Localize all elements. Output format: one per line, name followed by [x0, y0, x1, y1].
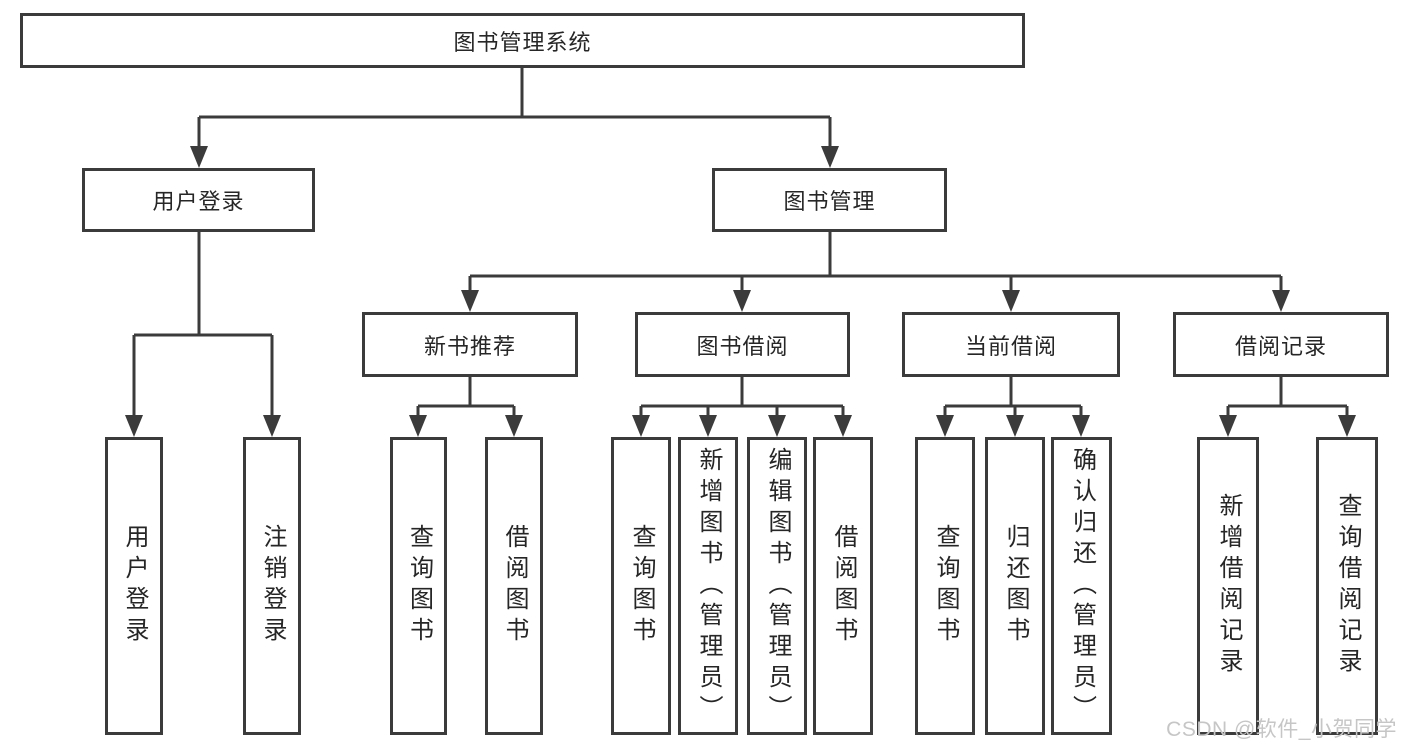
leaf-add-book-admin: 新增图书（管理员） [678, 437, 738, 735]
node-label: 新增图书（管理员） [695, 446, 722, 726]
node-label: 确认归还（管理员） [1068, 446, 1096, 726]
node-label: 借阅记录 [1234, 333, 1327, 359]
node-label: 新增借阅记录 [1215, 493, 1242, 679]
node-new-book-recommend: 新书推荐 [362, 312, 578, 377]
leaf-logout-login: 注销登录 [243, 437, 301, 735]
leaf-borrow-books-recommend: 借阅图书 [485, 437, 543, 735]
node-label: 图书管理 [783, 189, 876, 214]
node-book-management: 图书管理 [712, 168, 947, 232]
leaf-add-borrow-record: 新增借阅记录 [1197, 437, 1259, 735]
node-user-login: 用户登录 [82, 168, 315, 232]
leaf-query-borrow-record: 查询借阅记录 [1316, 437, 1378, 735]
arrowheads [125, 146, 1356, 437]
leaf-user-login: 用户登录 [105, 437, 163, 735]
node-label: 图书借阅 [696, 333, 789, 359]
node-book-borrow: 图书借阅 [635, 312, 850, 377]
leaf-return-book: 归还图书 [985, 437, 1045, 735]
node-library-system: 图书管理系统 [20, 13, 1025, 68]
leaf-borrow-books: 借阅图书 [813, 437, 873, 735]
node-label: 图书管理系统 [453, 29, 592, 55]
node-current-borrow: 当前借阅 [902, 312, 1120, 377]
node-label: 用户登录 [121, 524, 148, 648]
leaf-query-books-borrow: 查询图书 [611, 437, 671, 735]
node-label: 借阅图书 [830, 524, 857, 648]
node-label: 归还图书 [1002, 524, 1029, 648]
node-label: 查询图书 [628, 524, 655, 648]
node-label: 新书推荐 [423, 333, 516, 359]
node-label: 查询图书 [405, 524, 433, 648]
node-label: 查询借阅记录 [1334, 493, 1361, 679]
leaf-edit-book-admin: 编辑图书（管理员） [747, 437, 807, 735]
node-label: 查询图书 [932, 524, 959, 648]
node-label: 注销登录 [259, 524, 286, 648]
node-borrow-records: 借阅记录 [1173, 312, 1389, 377]
node-label: 用户登录 [152, 189, 245, 214]
csdn-watermark: CSDN @软件_小贺同学 [1166, 718, 1397, 741]
leaf-query-books-current: 查询图书 [915, 437, 975, 735]
leaf-query-books-recommend: 查询图书 [390, 437, 447, 735]
node-label: 借阅图书 [501, 524, 528, 648]
node-label: 当前借阅 [964, 333, 1057, 359]
node-label: 编辑图书（管理员） [764, 446, 791, 726]
leaf-confirm-return-admin: 确认归还（管理员） [1051, 437, 1112, 735]
